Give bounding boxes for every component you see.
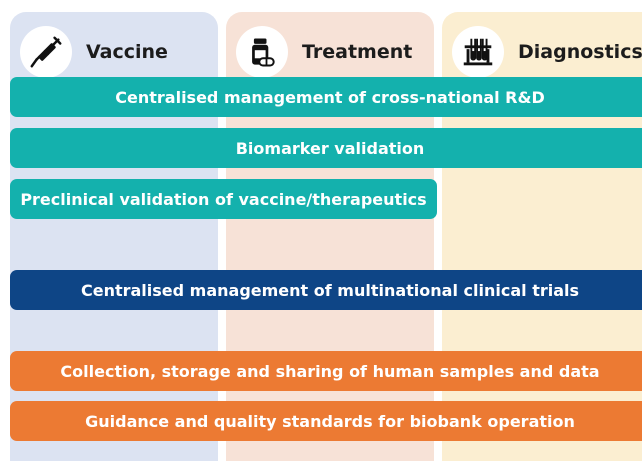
bar-preclinical-validation: Preclinical validation of vaccine/therap… xyxy=(10,179,437,219)
diagnostics-header: Diagnostics xyxy=(452,26,642,78)
bar-label: Guidance and quality standards for bioba… xyxy=(85,411,575,431)
treatment-title: Treatment xyxy=(302,41,413,63)
vaccine-title: Vaccine xyxy=(86,41,168,63)
bar-label: Preclinical validation of vaccine/therap… xyxy=(20,189,427,209)
bar-clinical-trials: Centralised management of multinational … xyxy=(10,270,642,310)
vaccine-header: Vaccine xyxy=(20,26,168,78)
bar-label: Centralised management of cross-national… xyxy=(115,87,545,107)
bar-label: Collection, storage and sharing of human… xyxy=(60,361,600,381)
medicine-bottle-icon xyxy=(236,26,288,78)
test-tubes-icon xyxy=(452,26,504,78)
bar-biomarker-validation: Biomarker validation xyxy=(10,128,642,168)
bar-biobank-standards: Guidance and quality standards for bioba… xyxy=(10,401,642,441)
syringe-icon xyxy=(20,26,72,78)
bar-human-samples: Collection, storage and sharing of human… xyxy=(10,351,642,391)
diagnostics-title: Diagnostics xyxy=(518,41,642,63)
bar-label: Biomarker validation xyxy=(235,138,425,158)
treatment-header: Treatment xyxy=(236,26,412,78)
bar-cross-national-rd: Centralised management of cross-national… xyxy=(10,77,642,117)
bar-label: Centralised management of multinational … xyxy=(80,280,580,300)
